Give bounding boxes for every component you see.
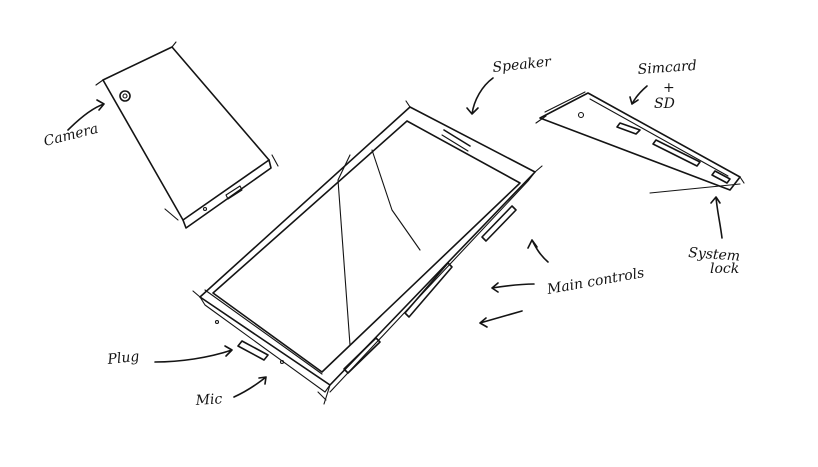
simcard-slot-icon (616, 122, 641, 135)
side-hole-icon (577, 111, 585, 119)
arrow-icon (466, 77, 494, 115)
mic-label: Mic (194, 391, 223, 409)
side-button-icon (404, 262, 453, 318)
system-lock-label: System (688, 245, 741, 265)
screen-glare-line (371, 149, 421, 251)
camera-label: Camera (42, 121, 100, 150)
plug-label: Plug (106, 349, 140, 368)
arrow-icon (154, 345, 233, 363)
bottom-port-icon (225, 185, 243, 200)
system-lock-label-line2: lock (710, 261, 739, 277)
arrow-icon (67, 99, 105, 131)
arrow-icon (233, 376, 267, 398)
screen-glare-line (337, 154, 351, 346)
arrow-icon (629, 85, 648, 105)
sd-slot-icon (652, 139, 701, 167)
phone-back-view (95, 41, 279, 229)
simcard-plus-label: + (663, 80, 675, 96)
main-controls-label: Main controls (545, 265, 646, 298)
arrow-icon (479, 310, 523, 328)
side-button-icon (481, 205, 517, 242)
phone-front-view (192, 100, 543, 405)
simcard-label: Simcard (637, 58, 697, 78)
arrow-icon (527, 239, 549, 263)
arrow-icon (491, 282, 535, 293)
speaker-grille-icon (443, 129, 471, 147)
speaker-label: Speaker (492, 54, 553, 76)
camera-lens-icon (119, 90, 131, 102)
system-lock-switch-icon (711, 170, 731, 184)
side-button-icon (343, 337, 381, 374)
plug-port-icon (237, 340, 269, 361)
phone-side-view (535, 91, 745, 194)
sd-label: SD (654, 96, 675, 112)
arrow-icon (710, 196, 723, 239)
mic-hole-icon (279, 359, 285, 365)
